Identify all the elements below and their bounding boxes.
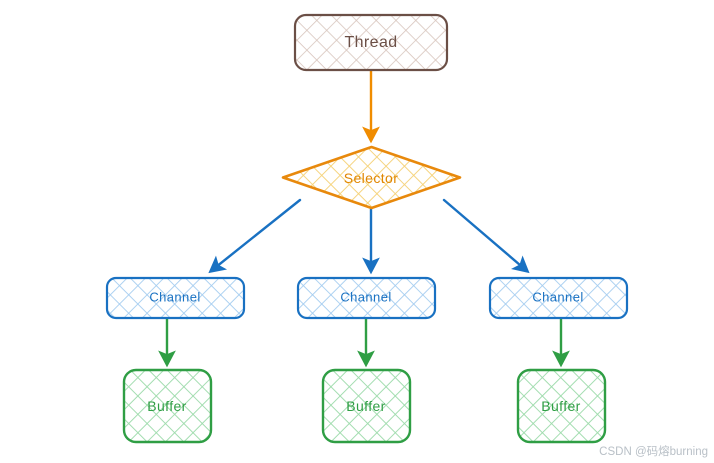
node-thread[interactable] <box>293 13 449 72</box>
node-buffer-2[interactable] <box>321 368 412 444</box>
node-channel-2[interactable] <box>296 276 437 320</box>
node-buffer-1[interactable] <box>122 368 213 444</box>
node-buffer-3[interactable] <box>516 368 607 444</box>
node-selector[interactable] <box>281 145 462 210</box>
edge-selector-to-channel-1 <box>208 198 302 274</box>
node-channel-3[interactable] <box>488 276 629 320</box>
csdn-watermark: CSDN @码熔burning <box>599 446 708 458</box>
edge-selector-to-channel-3 <box>442 198 530 274</box>
node-channel-1[interactable] <box>105 276 246 320</box>
